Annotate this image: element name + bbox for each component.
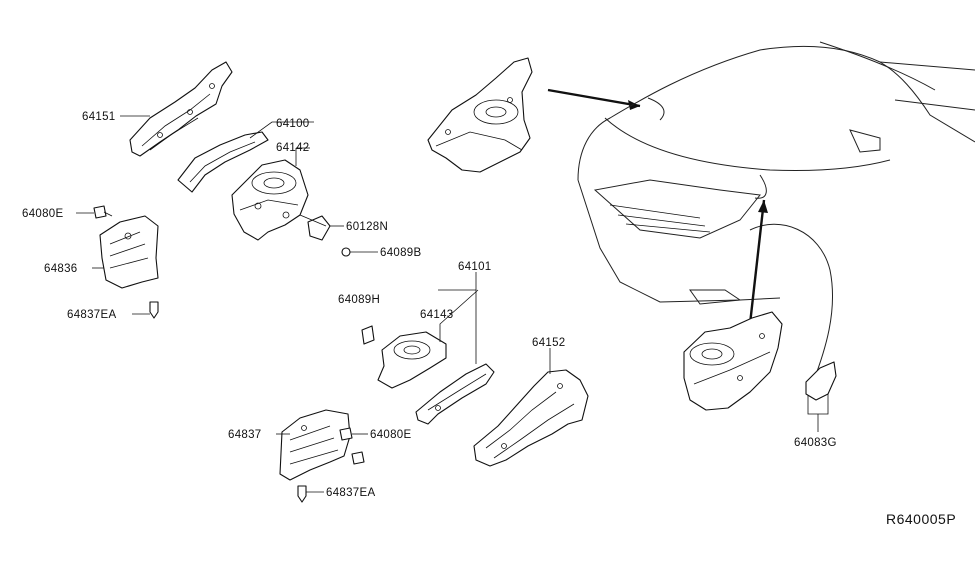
part-64837[interactable] (279, 409, 351, 481)
label-64089B: 64089B (380, 247, 421, 259)
part-64151[interactable] (129, 61, 233, 157)
label-64142: 64142 (276, 142, 309, 154)
part-64837EA-top[interactable] (149, 301, 159, 319)
label-64083G: 64083G (794, 437, 837, 449)
label-64837EA-top: 64837EA (67, 309, 116, 321)
part-64836[interactable] (99, 215, 159, 289)
reference-code: R640005P (886, 511, 956, 527)
label-64143: 64143 (420, 309, 453, 321)
part-64089B[interactable] (341, 247, 351, 257)
label-64152: 64152 (532, 337, 565, 349)
label-64089H: 64089H (338, 294, 380, 306)
assembly-right-lower (683, 311, 783, 411)
label-64836: 64836 (44, 263, 77, 275)
label-64080E-bottom: 64080E (370, 429, 411, 441)
part-64837EA-bottom[interactable] (297, 485, 307, 503)
part-64080E-bottom[interactable] (339, 427, 365, 465)
part-60128N[interactable] (299, 214, 331, 241)
part-64143[interactable] (377, 331, 447, 389)
label-64837EA-bottom: 64837EA (326, 487, 375, 499)
label-64080E-top: 64080E (22, 208, 63, 220)
assembly-center-upper (427, 57, 533, 173)
leader-64143 (439, 289, 479, 342)
label-64101: 64101 (458, 261, 491, 273)
part-64142[interactable] (177, 131, 269, 193)
vehicle-outline (577, 41, 975, 391)
arrow-to-car-hood (547, 88, 641, 108)
label-64837: 64837 (228, 429, 261, 441)
part-64089H[interactable] (361, 325, 375, 345)
part-64152[interactable] (473, 369, 589, 467)
arrowhead-hood (628, 100, 640, 110)
part-64083G[interactable] (805, 361, 837, 401)
arrowhead-fender (758, 200, 768, 213)
part-64080E-top[interactable] (93, 205, 113, 219)
part-64100[interactable] (231, 159, 309, 241)
label-64100: 64100 (276, 118, 309, 130)
label-64151: 64151 (82, 111, 115, 123)
leader-64100 (249, 121, 314, 139)
part-64101[interactable] (415, 363, 495, 425)
arrow-to-car-fender (748, 199, 766, 325)
label-60128N: 60128N (346, 221, 388, 233)
